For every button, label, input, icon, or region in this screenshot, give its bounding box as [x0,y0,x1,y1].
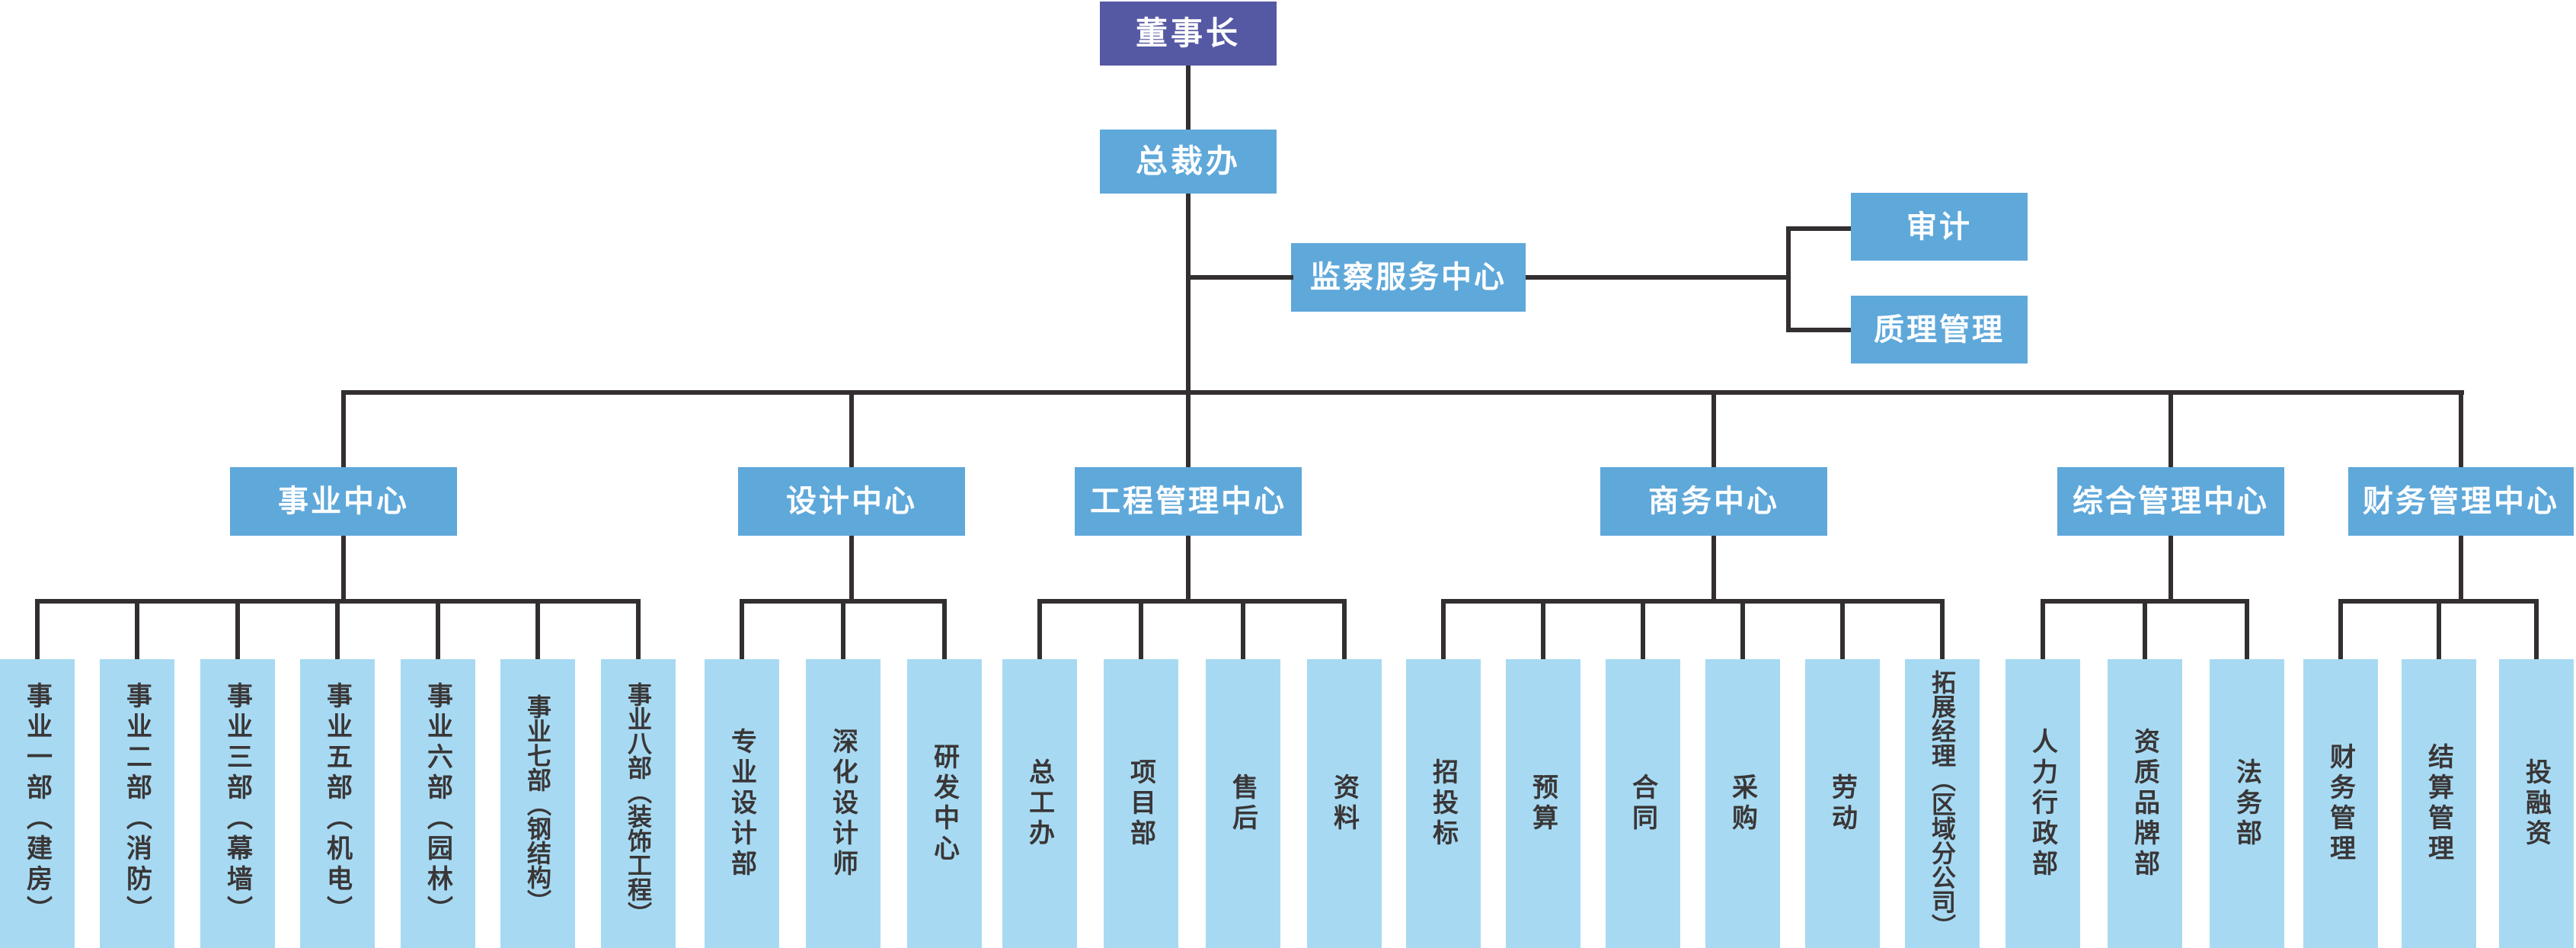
dept-leaf: 事业七部（钢结构） [500,659,575,948]
dept-leaf: 财务管理 [2303,659,2378,948]
connector [1186,194,1191,395]
connector [2338,599,2343,659]
connector [942,599,947,659]
dept-leaf: 事业三部（幕墙） [200,659,275,948]
connector [1711,536,1716,604]
connector [2534,599,2539,659]
connector [1786,226,1851,231]
dept-leaf: 事业五部（机电） [300,659,375,948]
connector [1711,390,1716,467]
dept-leaf: 研发中心 [907,659,982,948]
connector [2459,536,2463,604]
dept-leaf: 法务部 [2210,659,2284,948]
dept-leaf: 事业八部（装饰工程） [601,659,676,948]
org-node-design-center: 设计中心 [738,467,965,536]
dept-leaf: 拓展经理（区域分公司） [1905,659,1980,948]
dept-leaf: 事业二部（消防） [100,659,174,948]
org-node-engineering-management-center: 工程管理中心 [1075,467,1302,536]
connector [1786,328,1851,332]
dept-leaf: 深化设计师 [806,659,881,948]
dept-leaf: 劳动 [1805,659,1880,948]
org-node-business-center: 事业中心 [230,467,457,536]
dept-leaf: 总工办 [1002,659,1077,948]
connector [1526,275,1791,280]
connector [436,599,440,659]
connector [636,599,641,659]
org-node-quality-management: 质理管理 [1851,296,2028,364]
connector [1541,599,1545,659]
connector [235,599,240,659]
connector [335,599,340,659]
connector [1441,599,1945,604]
connector [1786,226,1791,332]
connector [1940,599,1945,659]
org-node-general-management-center: 综合管理中心 [2057,467,2284,536]
org-node-supervision-center: 监察服务中心 [1291,243,1526,312]
org-node-audit: 审计 [1851,193,2028,261]
connector [1641,599,1645,659]
dept-leaf: 资质品牌部 [2108,659,2182,948]
dept-leaf: 专业设计部 [705,659,779,948]
connector [1186,66,1191,130]
connector [341,390,346,467]
connector [2459,390,2463,467]
dept-leaf: 人力行政部 [2006,659,2080,948]
org-node-finance-management-center: 财务管理中心 [2348,467,2574,536]
connector [2169,390,2173,467]
dept-leaf: 采购 [1705,659,1780,948]
connector [849,390,854,467]
connector [341,390,2464,395]
dept-leaf: 事业六部（园林） [401,659,475,948]
connector [2169,536,2173,604]
connector [1186,390,1191,467]
dept-leaf: 投融资 [2499,659,2574,948]
dept-leaf: 预算 [1506,659,1580,948]
connector [1342,599,1347,659]
connector [341,536,346,604]
dept-leaf: 招投标 [1406,659,1481,948]
connector [2437,599,2441,659]
dept-leaf: 项目部 [1104,659,1178,948]
connector [35,599,40,659]
org-node-chairman: 董事长 [1100,2,1277,66]
connector [1241,599,1245,659]
dept-leaf: 资料 [1307,659,1382,948]
connector [2041,599,2045,659]
connector [1037,599,1042,659]
dept-leaf: 售后 [1206,659,1280,948]
connector [1740,599,1745,659]
connector [2245,599,2249,659]
connector [535,599,540,659]
dept-leaf: 事业一部（建房） [0,659,75,948]
org-node-president-office: 总裁办 [1100,130,1277,194]
connector [1037,599,1347,604]
org-node-commerce-center: 商务中心 [1600,467,1827,536]
connector [135,599,139,659]
connector [1188,275,1293,280]
dept-leaf: 结算管理 [2402,659,2476,948]
connector [841,599,845,659]
connector [849,536,854,604]
connector [1441,599,1446,659]
connector [1840,599,1845,659]
connector [2143,599,2147,659]
connector [1139,599,1143,659]
dept-leaf: 合同 [1606,659,1680,948]
connector [740,599,744,659]
connector [1186,536,1191,604]
